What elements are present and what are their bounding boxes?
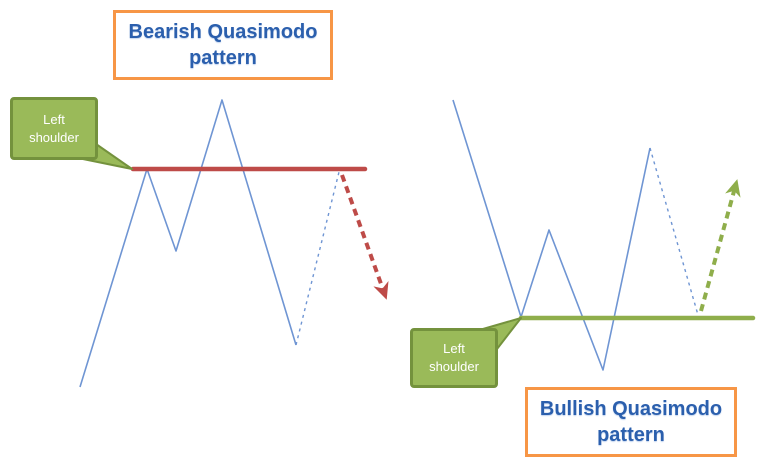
bullish-projected-price-dashed-line [649,147,699,316]
bearish-breakout-arrow [340,174,389,300]
bearish-price-zigzag-line [79,99,297,388]
bearish-projected-price-dashed-line [295,171,340,346]
bullish-price-zigzag-line [452,99,651,371]
bullish-pattern-title: Bullish Quasimodo pattern [525,387,737,457]
bullish-left-shoulder-label: Left shoulder [429,341,479,374]
bearish-left-shoulder-callout: Left shoulder [10,97,98,160]
bullish-pattern-title-text: Bullish Quasimodo pattern [539,398,723,446]
bearish-left-shoulder-label: Left shoulder [29,111,79,145]
bearish-pattern-title: Bearish Quasimodo pattern [113,10,333,80]
bullish-left-shoulder-callout: Left shoulder [410,328,498,388]
bearish-pattern-title-text: Bearish Quasimodo pattern [128,21,318,69]
bullish-breakout-arrow [699,179,741,312]
